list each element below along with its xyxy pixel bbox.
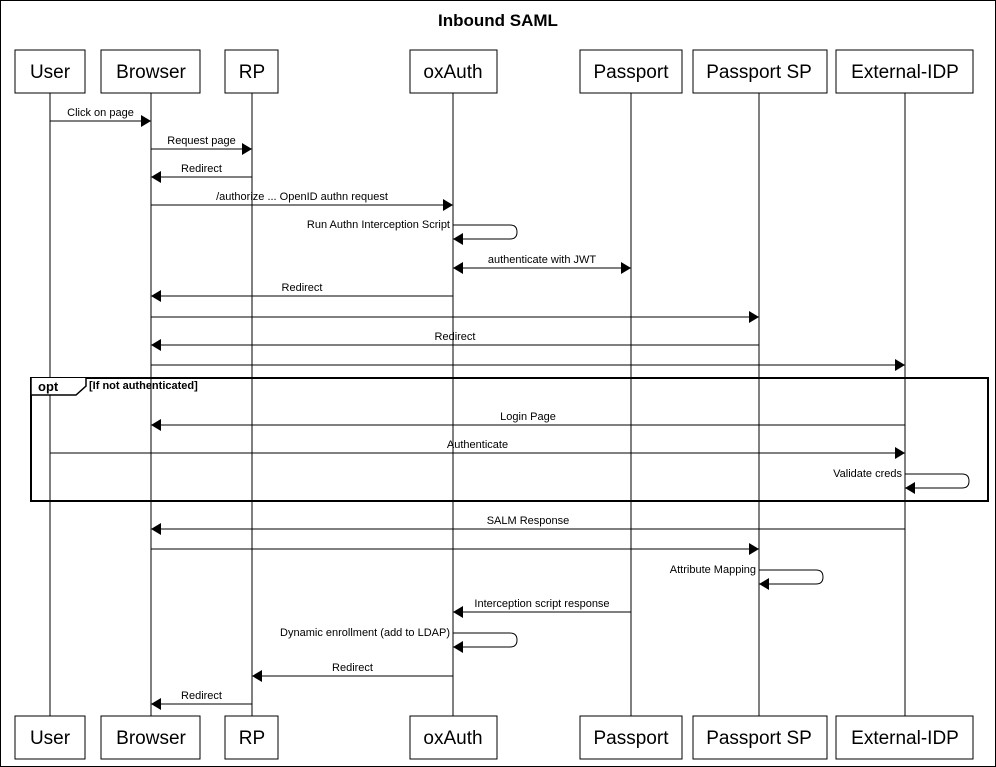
participant-rp-bottom: RP: [224, 715, 279, 760]
message-label: Attribute Mapping: [670, 564, 756, 576]
participant-label: oxAuth: [423, 62, 482, 83]
participant-browser-bottom: Browser: [100, 715, 201, 760]
participant-label: RP: [239, 62, 265, 83]
message-label: Click on page: [67, 107, 134, 119]
participant-label: Passport: [594, 728, 670, 749]
message-label: authenticate with JWT: [488, 254, 596, 266]
participant-passport-top: Passport: [579, 49, 683, 94]
participant-label: Passport SP: [706, 728, 812, 749]
participant-label: Passport SP: [706, 62, 812, 83]
message-1: Click on page: [50, 107, 151, 127]
message-label: Request page: [167, 135, 236, 147]
participant-box: [835, 49, 974, 94]
message-label: Login Page: [500, 411, 556, 423]
opt-frame-keyword: opt: [38, 379, 59, 394]
opt-frame: opt [If not authenticated]: [30, 377, 989, 502]
participant-label: User: [30, 728, 71, 749]
message-17: Interception script response: [453, 598, 631, 618]
message-label: Validate creds: [833, 468, 902, 480]
message-4: /authorize ... OpenID authn request: [151, 191, 453, 211]
message-11: Login Page: [151, 411, 905, 431]
self-message-loop: [759, 569, 824, 590]
message-14: SALM Response: [151, 515, 905, 535]
message-2: Request page: [151, 135, 252, 155]
message-18: Dynamic enrollment (add to LDAP): [280, 627, 518, 653]
opt-frame-box: [30, 377, 989, 502]
message-label: Dynamic enrollment (add to LDAP): [280, 627, 450, 639]
participant-label: Passport: [594, 62, 670, 83]
participant-label: Browser: [116, 728, 186, 749]
participant-box: [579, 715, 683, 760]
participant-box: [409, 715, 498, 760]
message-label: /authorize ... OpenID authn request: [216, 191, 388, 203]
message-label: Redirect: [282, 282, 323, 294]
participant-box: [692, 715, 828, 760]
participant-box: [224, 49, 279, 94]
participant-boxes: UserUserBrowserBrowserRPRPoxAuthoxAuthPa…: [14, 49, 974, 760]
participant-user-top: User: [14, 49, 86, 94]
message-19: Redirect: [252, 662, 453, 682]
participant-oxauth-top: oxAuth: [409, 49, 498, 94]
participant-passport-bottom: Passport: [579, 715, 683, 760]
participant-label: RP: [239, 728, 265, 749]
message-9: Redirect: [151, 331, 759, 351]
message-12: Authenticate: [50, 439, 905, 459]
participant-user-bottom: User: [14, 715, 86, 760]
message-13: Validate creds: [833, 468, 970, 494]
lifelines: [49, 93, 906, 716]
participant-external-idp-bottom: External-IDP: [835, 715, 974, 760]
participant-box: [579, 49, 683, 94]
message-6: authenticate with JWT: [453, 254, 631, 274]
message-7: Redirect: [151, 282, 453, 302]
message-3: Redirect: [151, 163, 252, 183]
participant-passport-sp-bottom: Passport SP: [692, 715, 828, 760]
opt-frame-condition: [If not authenticated]: [89, 380, 198, 392]
participant-box: [224, 715, 279, 760]
self-message-loop: [905, 473, 970, 494]
participant-rp-top: RP: [224, 49, 279, 94]
participant-box: [835, 715, 974, 760]
participant-label: External-IDP: [851, 62, 959, 83]
participant-label: User: [30, 62, 71, 83]
message-label: Interception script response: [474, 598, 609, 610]
participant-browser-top: Browser: [100, 49, 201, 94]
participant-label: Browser: [116, 62, 186, 83]
diagram-title: Inbound SAML: [438, 11, 558, 30]
participant-box: [14, 715, 86, 760]
message-16: Attribute Mapping: [670, 564, 824, 590]
message-label: Redirect: [181, 690, 222, 702]
message-label: SALM Response: [487, 515, 570, 527]
participant-passport-sp-top: Passport SP: [692, 49, 828, 94]
participant-label: External-IDP: [851, 728, 959, 749]
participant-box: [100, 715, 201, 760]
self-message-loop: [453, 224, 518, 245]
participant-box: [409, 49, 498, 94]
participant-external-idp-top: External-IDP: [835, 49, 974, 94]
message-20: Redirect: [151, 690, 252, 710]
message-label: Redirect: [435, 331, 476, 343]
message-label: Authenticate: [447, 439, 508, 451]
message-label: Redirect: [332, 662, 373, 674]
participant-box: [14, 49, 86, 94]
participant-label: oxAuth: [423, 728, 482, 749]
message-5: Run Authn Interception Script: [307, 219, 518, 245]
message-label: Run Authn Interception Script: [307, 219, 450, 231]
message-label: Redirect: [181, 163, 222, 175]
opt-frame-tab: [30, 378, 87, 396]
self-message-loop: [453, 632, 518, 653]
participant-oxauth-bottom: oxAuth: [409, 715, 498, 760]
participant-box: [692, 49, 828, 94]
participant-box: [100, 49, 201, 94]
